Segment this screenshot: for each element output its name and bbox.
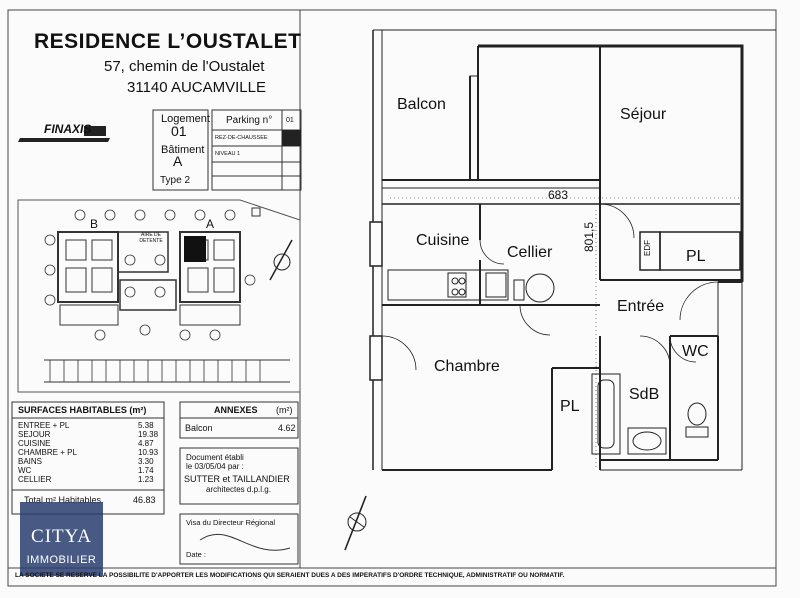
- room-cuisine: Cuisine: [416, 232, 470, 249]
- architect-name: SUTTER et TAILLANDIER: [184, 474, 290, 484]
- apartment-walls: [369, 29, 776, 471]
- surface-label: CELLIER: [18, 475, 52, 484]
- annexes-unit: (m²): [276, 405, 293, 415]
- finaxis-logo: FINAXIS: [44, 122, 92, 136]
- legal-footer: LA SOCIETE SE RESERVE LA POSSIBILITE D'A…: [15, 572, 565, 579]
- building-b-label: B: [90, 217, 99, 231]
- annexes-title: ANNEXES: [214, 405, 258, 415]
- annex-label: Balcon: [185, 423, 213, 433]
- compass-icon: [269, 239, 293, 281]
- dimension-width: 683: [548, 188, 569, 202]
- logement-label: Logement: [161, 113, 210, 125]
- surface-label: ENTREE + PL: [18, 421, 70, 430]
- surface-value: 5.38: [138, 421, 154, 430]
- building-a-label: A: [206, 217, 215, 231]
- room-balcon: Balcon: [397, 96, 446, 113]
- highlighted-apartment: [184, 236, 206, 262]
- parking-label: Parking n°: [226, 115, 273, 126]
- citya-watermark: CITYA IMMOBILIER: [20, 502, 103, 576]
- room-sdb: SdB: [629, 386, 660, 403]
- visa-date-label: Date :: [186, 550, 207, 559]
- surface-value: 1.74: [138, 466, 154, 475]
- room-wc: WC: [682, 343, 709, 360]
- room-pl-1: PL: [686, 248, 706, 265]
- document-line-1: Document établi: [186, 453, 244, 462]
- surface-label: BAINS: [18, 457, 43, 466]
- surface-value: 19.38: [138, 430, 159, 439]
- north-arrow-icon: [344, 495, 367, 551]
- parking-number: 01: [286, 117, 294, 124]
- play-area-label: AIRE DE DETENTE: [139, 232, 163, 244]
- surface-label: SEJOUR: [18, 430, 51, 439]
- residence-title: RESIDENCE L’OUSTALET: [34, 30, 302, 53]
- room-cellier: Cellier: [507, 244, 553, 261]
- surfaces-total-label: Total m² Habitables: [24, 495, 102, 505]
- surface-value: 1.23: [138, 475, 154, 484]
- surface-value: 3.30: [138, 457, 154, 466]
- citya-brand: CITYA: [31, 526, 92, 547]
- logement-number: 01: [171, 123, 187, 139]
- document-line-2: le 03/05/04 par :: [186, 462, 244, 471]
- surface-label: WC: [18, 466, 32, 475]
- surface-value: 4.87: [138, 439, 154, 448]
- room-entree: Entrée: [617, 298, 665, 315]
- room-sejour: Séjour: [620, 106, 667, 123]
- logement-type: Type 2: [160, 175, 191, 186]
- annex-value: 4.62: [278, 423, 296, 433]
- surfaces-total-value: 46.83: [133, 495, 156, 505]
- room-pl-2: PL: [560, 398, 580, 415]
- address-line-1: 57, chemin de l'Oustalet: [104, 58, 265, 75]
- dimension-height: 801,5: [582, 222, 596, 253]
- room-chambre: Chambre: [434, 358, 500, 375]
- room-edf: EDF: [643, 240, 652, 256]
- architect-subtitle: architectes d.p.l.g.: [206, 485, 271, 494]
- address-line-2: 31140 AUCAMVILLE: [127, 79, 266, 96]
- site-plan: [17, 199, 301, 393]
- parking-level-0: REZ-DE-CHAUSSEE: [215, 135, 268, 141]
- surface-value: 10.93: [138, 448, 159, 457]
- batiment-value: A: [173, 153, 183, 169]
- visa-label: Visa du Directeur Régional: [186, 518, 276, 527]
- parking-level-1: NIVEAU 1: [215, 151, 241, 157]
- surfaces-title: SURFACES HABITABLES (m²): [18, 405, 147, 415]
- surface-label: CHAMBRE + PL: [18, 448, 77, 457]
- citya-sub: IMMOBILIER: [26, 554, 97, 566]
- batiment-label: Bâtiment: [161, 144, 205, 156]
- surface-label: CUISINE: [18, 439, 51, 448]
